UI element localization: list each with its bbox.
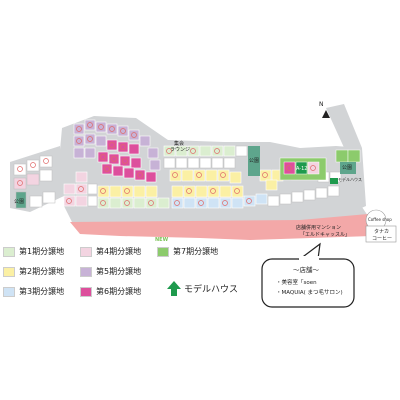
phase2-lots xyxy=(97,169,284,198)
legend-phase1: 第1期分譲地 xyxy=(3,246,64,257)
model-lot-label: A-12 xyxy=(296,166,308,172)
legend-swatch xyxy=(3,266,15,277)
legend-phase5: 第5期分譲地 xyxy=(80,266,141,277)
phase3-lots xyxy=(171,193,268,209)
phase5-lots xyxy=(73,119,161,171)
park-west xyxy=(15,191,27,209)
legend-swatch xyxy=(80,266,92,277)
east-area xyxy=(248,146,361,184)
park-label-east: 公園 xyxy=(342,165,353,171)
model-house-lot xyxy=(295,161,308,175)
mansion-label-2: 「エルドキャッスル」 xyxy=(300,232,351,238)
legend-label: 第5期分譲地 xyxy=(96,267,142,276)
park-east xyxy=(340,162,356,174)
legend-swatch xyxy=(157,246,169,257)
legend-phase6: 第6期分譲地 xyxy=(80,286,141,297)
lounge-label-2: ラウンジ xyxy=(170,147,191,153)
phase4-lots xyxy=(63,171,88,207)
model-mark-label: モデルハウス xyxy=(338,177,362,182)
coffee-shop-line2: コーヒー xyxy=(372,236,393,242)
north-arrow xyxy=(322,110,330,118)
park-label-central: 公園 xyxy=(249,158,260,164)
north-label: N xyxy=(319,101,324,108)
legend-swatch xyxy=(3,246,15,257)
shop-title: 〜店舗〜 xyxy=(293,266,319,274)
west-lots xyxy=(13,155,56,209)
model-house-mark xyxy=(330,178,338,184)
legend-label: 第4期分譲地 xyxy=(96,247,142,256)
mansion-label-1: 店舗併用マンション xyxy=(296,225,342,231)
phase1-lots xyxy=(97,145,236,209)
legend-phase7: NEW 第7期分譲地 xyxy=(155,237,219,257)
mansion-area xyxy=(70,214,372,240)
legend-label: 第6期分譲地 xyxy=(96,287,142,296)
phase6-lots xyxy=(97,139,157,183)
legend-label: モデルハウス xyxy=(184,285,239,295)
legend-phase4: 第4期分譲地 xyxy=(80,246,141,257)
coffee-shop xyxy=(365,209,397,243)
new-badge: NEW xyxy=(155,237,169,243)
park-central xyxy=(248,146,260,176)
park-label-west: 公園 xyxy=(14,199,25,205)
legend-model-house: モデルハウス xyxy=(184,282,238,295)
legend-swatch xyxy=(80,286,92,297)
legend-phase3: 第3期分譲地 xyxy=(3,286,64,297)
legend-phase2: 第2期分譲地 xyxy=(3,266,64,277)
legend-label: 第3期分譲地 xyxy=(19,287,65,296)
shop-item-2: ・MAQUIA( まつ毛サロン) xyxy=(276,290,343,296)
legend-swatch xyxy=(80,246,92,257)
legend-swatch xyxy=(3,286,15,297)
coffee-shop-line1: タナカ xyxy=(374,229,390,235)
coffee-shop-en: Coffee shop xyxy=(368,217,392,222)
model-house-legend-arrow xyxy=(167,281,181,296)
shop-item-1: ・美容室「soen xyxy=(276,280,317,286)
legend-label: 第1期分譲地 xyxy=(19,247,65,256)
sold-marks xyxy=(17,122,316,206)
legend-label: 第7期分譲地 xyxy=(173,247,219,256)
shop-bubble xyxy=(261,242,355,308)
legend-label: 第2期分譲地 xyxy=(19,267,65,276)
lounge-label-1: 集会 xyxy=(174,141,185,147)
